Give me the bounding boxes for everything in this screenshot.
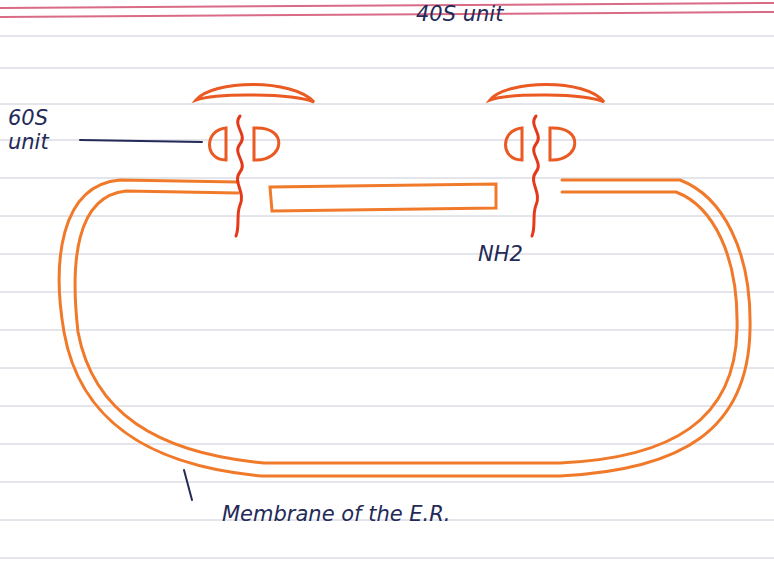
leader-lines bbox=[80, 140, 202, 500]
er-membrane bbox=[59, 180, 750, 476]
notebook-rules bbox=[0, 36, 774, 558]
margin-rule bbox=[0, 3, 774, 17]
terminus-label: NH2 bbox=[478, 242, 558, 266]
ribosome-right bbox=[490, 85, 604, 237]
subunit-label: 60S unit bbox=[8, 106, 76, 154]
subunit-label: 40S unit bbox=[416, 2, 556, 26]
membrane-label: Membrane of the E.R. bbox=[222, 502, 562, 526]
ribosome-left bbox=[196, 85, 314, 237]
